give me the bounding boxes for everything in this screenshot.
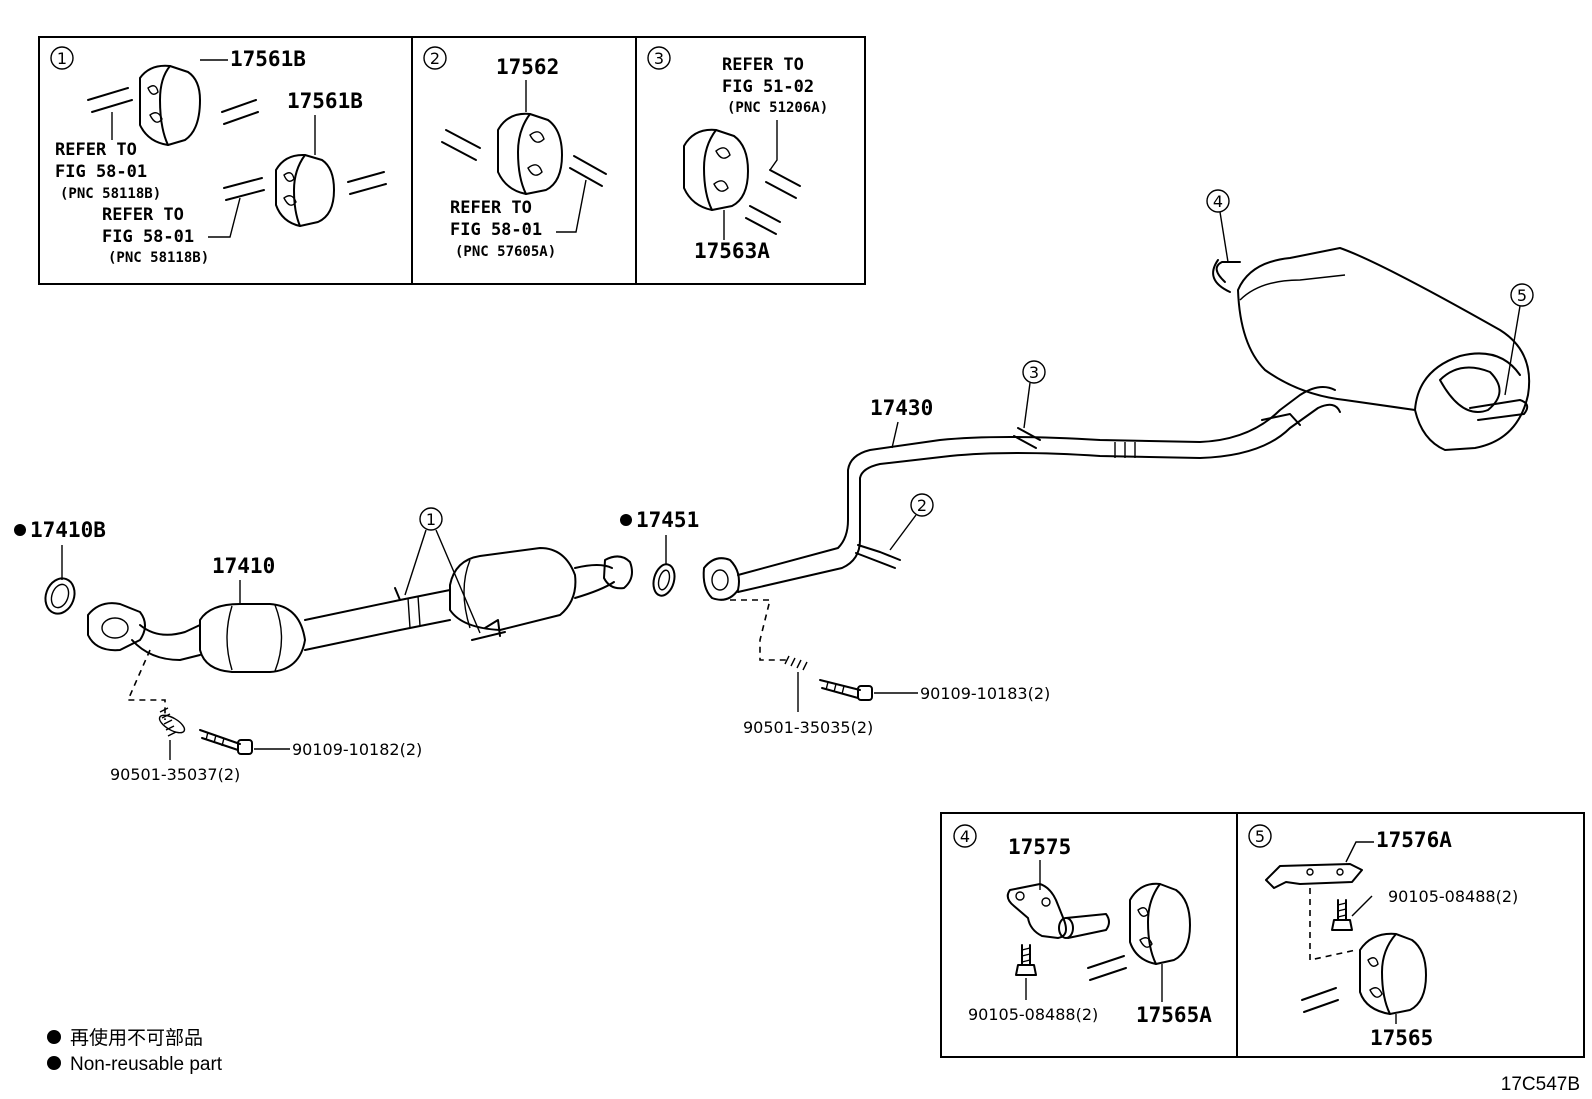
inset-1: 1 17561B 17561B REFER TO FIG 58-01 (PNC … xyxy=(50,46,387,266)
figure-code: 17C547B xyxy=(1501,1074,1580,1095)
rubber-hanger-icon xyxy=(1129,882,1191,965)
inset-5-bolt-label: 90105-08488(2) xyxy=(1388,887,1518,906)
spring-icon xyxy=(158,707,186,737)
svg-text:4: 4 xyxy=(960,827,970,846)
legend: 再使用不可部品 Non-reusable part xyxy=(47,1027,223,1075)
spring-icon xyxy=(784,655,808,671)
inset-2-part: 17562 xyxy=(496,55,559,79)
svg-text:REFER TO: REFER TO xyxy=(102,205,184,225)
callout-1: 1 xyxy=(404,507,481,634)
inset-4-bolt-label: 90105-08488(2) xyxy=(968,1005,1098,1024)
front-fasteners: 90501-35037(2) 90109-10182(2) xyxy=(110,649,422,784)
svg-text:(PNC 51206A): (PNC 51206A) xyxy=(727,100,828,116)
legend-cn: 再使用不可部品 xyxy=(70,1027,203,1049)
svg-text:REFER TO: REFER TO xyxy=(722,55,804,75)
non-reusable-dot-icon xyxy=(14,524,26,536)
svg-text:17410B: 17410B xyxy=(30,518,106,542)
callout-3: 3 xyxy=(1022,360,1046,429)
tail-pipe-assembly: 17430 xyxy=(702,247,1531,601)
bracket-icon xyxy=(1265,863,1363,889)
inset-1-part-b: 17561B xyxy=(287,89,363,113)
bracket-icon xyxy=(1006,883,1110,939)
callout-4: 4 xyxy=(1206,189,1230,263)
non-reusable-dot-icon xyxy=(620,514,632,526)
svg-text:5: 5 xyxy=(1255,827,1265,846)
gasket-front: 17410B xyxy=(14,518,106,615)
inset-1-callout: 1 xyxy=(57,49,67,68)
inset-5-hanger-label: 17565 xyxy=(1370,1026,1433,1050)
svg-text:17430: 17430 xyxy=(870,396,933,420)
svg-text:2: 2 xyxy=(917,496,927,515)
rubber-hanger-icon xyxy=(683,128,749,211)
inset-panel-bottom xyxy=(940,812,1585,1058)
svg-text:REFER TO: REFER TO xyxy=(55,140,137,160)
svg-text:17451: 17451 xyxy=(636,508,699,532)
callout-2: 2 xyxy=(889,493,934,551)
callout-5: 5 xyxy=(1504,283,1534,396)
inset-4-hanger-label: 17565A xyxy=(1136,1003,1212,1027)
rubber-hanger-icon xyxy=(1359,932,1427,1015)
rubber-hanger-icon xyxy=(497,112,563,195)
inset-panel-top xyxy=(38,36,866,285)
inset-4: 4 17575 90105-08488(2) 17565A xyxy=(953,824,1212,1027)
inset-3: 3 REFER TO FIG 51-02 (PNC 51206A) 17563A xyxy=(647,46,828,263)
bolt-icon xyxy=(1331,899,1353,931)
legend-en: Non-reusable part xyxy=(70,1054,223,1075)
spring-front-label: 90501-35037(2) xyxy=(110,765,240,784)
non-reusable-dot-icon xyxy=(47,1056,61,1070)
rear-fasteners: 90501-35035(2) 90109-10183(2) xyxy=(730,599,1050,737)
svg-text:REFER TO: REFER TO xyxy=(450,198,532,218)
spring-rear-label: 90501-35035(2) xyxy=(743,718,873,737)
svg-text:2: 2 xyxy=(430,49,440,68)
bolt-rear-label: 90109-10183(2) xyxy=(920,684,1050,703)
bolt-icon xyxy=(819,679,873,701)
inset-5-bracket-label: 17576A xyxy=(1376,828,1452,852)
rubber-hanger-icon xyxy=(275,153,335,227)
svg-text:FIG 58-01: FIG 58-01 xyxy=(102,227,194,247)
svg-text:(PNC 57605A): (PNC 57605A) xyxy=(455,244,556,260)
rubber-hanger-icon xyxy=(139,64,201,146)
svg-text:FIG 51-02: FIG 51-02 xyxy=(722,77,814,97)
non-reusable-dot-icon xyxy=(47,1030,61,1044)
inset-3-part: 17563A xyxy=(694,239,770,263)
svg-text:(PNC 58118B): (PNC 58118B) xyxy=(60,186,161,202)
inset-2: 2 17562 REFER TO FIG 58-01 (PNC 57605A) xyxy=(423,46,607,260)
bolt-icon xyxy=(199,729,253,755)
svg-text:1: 1 xyxy=(426,510,436,529)
svg-text:3: 3 xyxy=(654,49,664,68)
svg-text:17410: 17410 xyxy=(212,554,275,578)
inset-4-bracket-label: 17575 xyxy=(1008,835,1071,859)
svg-text:FIG 58-01: FIG 58-01 xyxy=(450,220,542,240)
front-pipe-assembly: 17410 xyxy=(87,547,633,673)
svg-text:FIG 58-01: FIG 58-01 xyxy=(55,162,147,182)
inset-1-part-a: 17561B xyxy=(230,47,306,71)
svg-text:4: 4 xyxy=(1213,192,1223,211)
gasket-center: 17451 xyxy=(620,508,699,597)
svg-text:3: 3 xyxy=(1029,363,1039,382)
svg-text:(PNC 58118B): (PNC 58118B) xyxy=(108,250,209,266)
bolt-front-label: 90109-10182(2) xyxy=(292,740,422,759)
bolt-icon xyxy=(1015,944,1037,976)
inset-5: 5 17576A 90105-08488(2) 17565 xyxy=(1248,824,1518,1050)
svg-text:5: 5 xyxy=(1517,286,1527,305)
